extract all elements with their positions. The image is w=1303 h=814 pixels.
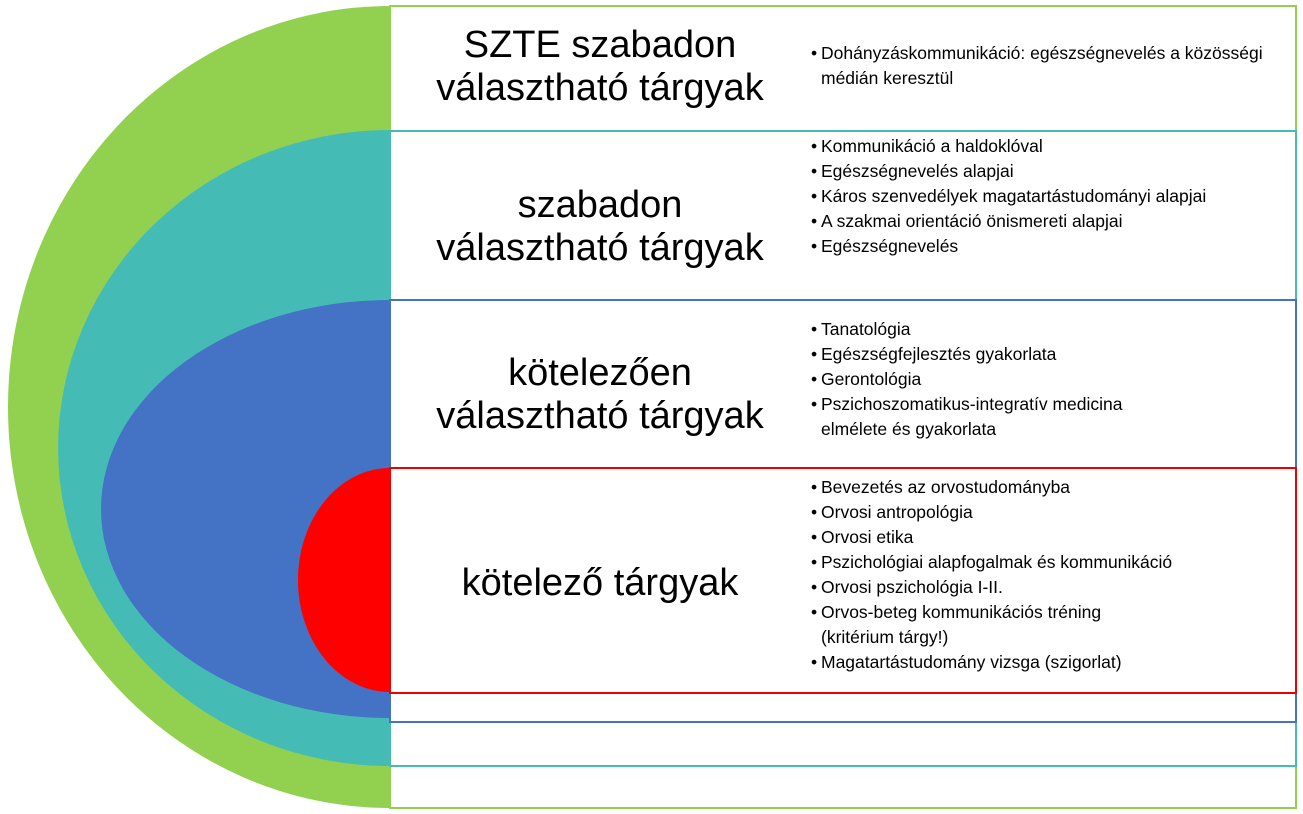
list-item: Bevezetés az orvostudományba bbox=[811, 475, 1281, 500]
level-3-title: kötelezően választható tárgyak bbox=[400, 352, 800, 438]
level-1-course-list: Dohányzáskommunikáció: egészségnevelés a… bbox=[811, 41, 1281, 91]
list-item: A szakmai orientáció önismereti alapjai bbox=[811, 209, 1211, 234]
level-4-title-line-1: kötelező tárgyak bbox=[461, 562, 739, 604]
list-item: Orvosi antropológia bbox=[811, 500, 1281, 525]
level-1-title-line-1: SZTE szabadon bbox=[463, 24, 737, 66]
list-item: Gerontológia bbox=[811, 367, 1191, 392]
level-4-title: kötelező tárgyak bbox=[400, 562, 800, 605]
list-item: Egészségnevelés bbox=[811, 234, 1211, 259]
level-3-course-list: Tanatológia Egészségfejlesztés gyakorlat… bbox=[811, 317, 1191, 442]
level-2-title-line-1: szabadon bbox=[517, 184, 683, 226]
list-item: Dohányzáskommunikáció: egészségnevelés a… bbox=[811, 41, 1281, 91]
list-item: Magatartástudomány vizsga (szigorlat) bbox=[811, 650, 1281, 675]
list-item: Orvosi etika bbox=[811, 525, 1281, 550]
list-item: Tanatológia bbox=[811, 317, 1191, 342]
level-1-title: SZTE szabadon választható tárgyak bbox=[400, 24, 800, 110]
level-2-title: szabadon választható tárgyak bbox=[400, 184, 800, 270]
list-item: Pszichoszomatikus-integratív medicina el… bbox=[811, 392, 1191, 442]
list-item: Pszichológiai alapfogalmak és kommunikác… bbox=[811, 550, 1281, 575]
level-2-title-line-2: választható tárgyak bbox=[436, 227, 764, 269]
list-item: Káros szenvedélyek magatartástudományi a… bbox=[811, 184, 1211, 209]
level-4-course-list: Bevezetés az orvostudományba Orvosi antr… bbox=[811, 475, 1281, 675]
level-3-title-line-2: választható tárgyak bbox=[436, 395, 764, 437]
level-2-course-list: Kommunikáció a haldoklóval Egészségnevel… bbox=[811, 134, 1211, 259]
red-half-disc bbox=[298, 468, 390, 692]
list-item: Egészségfejlesztés gyakorlata bbox=[811, 342, 1191, 367]
list-item: Orvosi pszichológia I-II. bbox=[811, 575, 1281, 600]
level-1-title-line-2: választható tárgyak bbox=[436, 67, 764, 109]
list-item: Egészségnevelés alapjai bbox=[811, 159, 1211, 184]
list-item: Kommunikáció a haldoklóval bbox=[811, 134, 1211, 159]
level-3-title-line-1: kötelezően bbox=[508, 352, 692, 394]
list-item: Orvos-beteg kommunikációs tréning (krité… bbox=[811, 600, 1151, 650]
